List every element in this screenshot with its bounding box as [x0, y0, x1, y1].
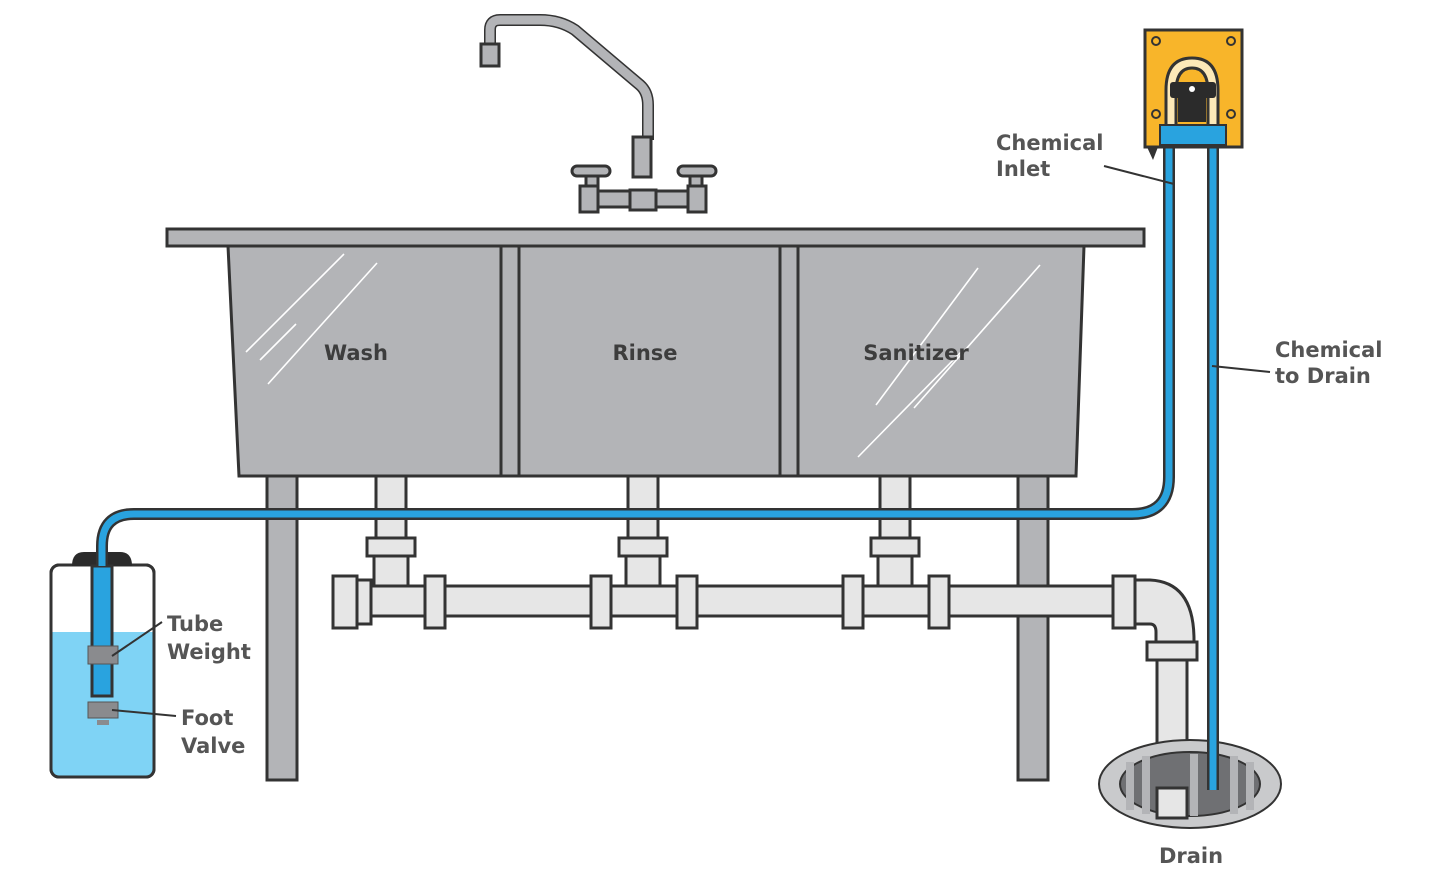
peristaltic-pump-icon	[1143, 28, 1244, 160]
tube-weight-leader	[111, 621, 163, 657]
drain-label: Drain	[1159, 844, 1223, 868]
wash-label: Wash	[324, 341, 388, 365]
chemical-inlet-label: Chemical Inlet	[996, 131, 1111, 181]
drain-grate-icon	[1098, 739, 1282, 829]
sanitizer-label: Sanitizer	[863, 341, 969, 365]
chemical-to-drain-label: Chemical to Drain	[1275, 338, 1390, 388]
chemical-inlet-leader	[1103, 165, 1175, 185]
sink-legs	[265, 474, 1050, 782]
drain-plumbing	[331, 474, 1199, 794]
rinse-label: Rinse	[612, 341, 677, 365]
foot-valve-leader	[111, 709, 177, 717]
chemical-container-icon	[49, 552, 156, 779]
sink	[165, 227, 1146, 478]
tube-weight-label: Tube Weight	[167, 612, 251, 664]
chemical-to-drain-leader	[1211, 365, 1271, 373]
foot-valve-label: Foot Valve	[181, 706, 245, 758]
chemical-tubing	[96, 140, 1219, 790]
faucet-icon	[479, 14, 718, 214]
